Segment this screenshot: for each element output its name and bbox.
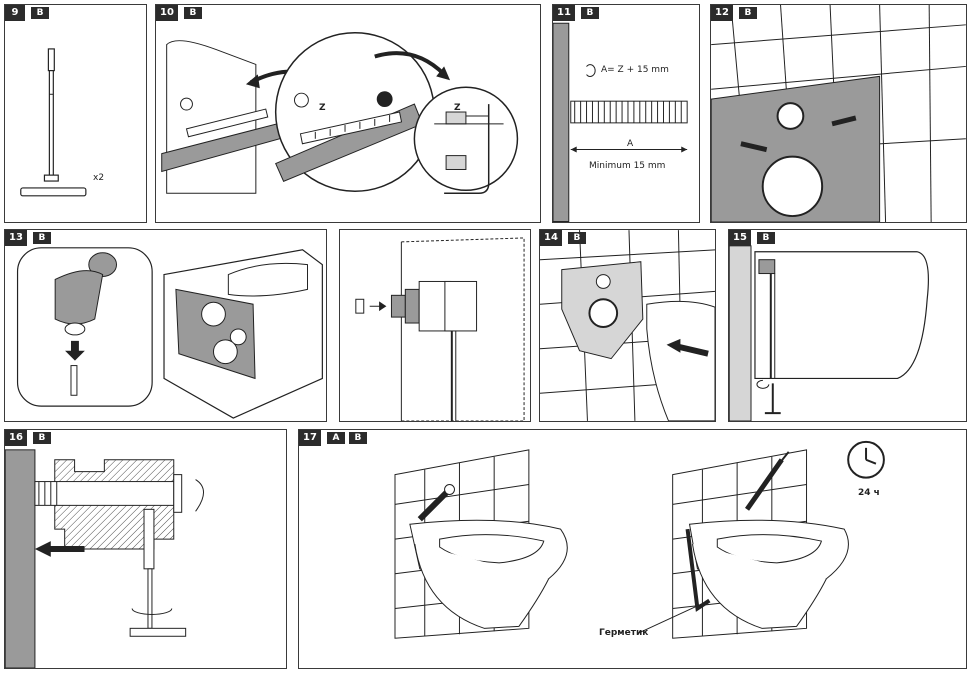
quantity-label: x2	[93, 173, 105, 183]
step-number: 13	[5, 230, 27, 246]
variant-letter: B	[32, 432, 51, 444]
step-number: 15	[729, 230, 751, 246]
step-number: 9	[5, 5, 25, 21]
panel-12: 12 B	[710, 4, 967, 223]
variant-letter: B	[580, 7, 599, 19]
dimension-z-label: Z	[319, 103, 326, 113]
step-number: 10	[156, 5, 178, 21]
panel-13: 13 B	[4, 229, 327, 422]
fitting-connection-illustration	[16, 247, 323, 419]
threaded-rod-illustration	[20, 48, 87, 197]
variant-letter-b: B	[348, 432, 367, 444]
minimum-length-label: Minimum 15 mm	[589, 161, 666, 171]
panel-15: 15 B	[728, 229, 967, 422]
panel-16: 16 B	[4, 429, 287, 669]
step-number: 12	[711, 5, 733, 21]
dimension-a-label: A	[627, 139, 634, 149]
dimension-z-detail-label: Z	[454, 103, 461, 113]
bolt-length-illustration	[553, 22, 688, 222]
step-number: 16	[5, 430, 27, 446]
sealing-illustration	[394, 440, 885, 639]
variant-letter: B	[183, 7, 202, 19]
panel-17: 17 A B 24 ч Герметик	[298, 429, 967, 669]
connector-detail-illustration	[355, 237, 525, 421]
sealant-label: Герметик	[599, 628, 649, 638]
variant-letter: B	[31, 7, 49, 19]
variant-letter-a: A	[326, 432, 345, 444]
step-number: 11	[553, 5, 575, 21]
step-number: 17	[299, 430, 321, 446]
cure-time-label: 24 ч	[858, 488, 880, 498]
fastening-nut-illustration	[729, 245, 929, 421]
step-number: 14	[540, 230, 562, 246]
variant-letter: B	[756, 232, 775, 244]
variant-letter: B	[738, 7, 757, 19]
panel-14: 14 B	[539, 229, 716, 422]
panel-10: 10 B Z Z	[155, 4, 541, 223]
variant-letter: B	[32, 232, 51, 244]
wall-plate-bolts-illustration	[711, 5, 966, 222]
cross-section-illustration	[5, 449, 205, 668]
mounting-toilet-illustration	[540, 230, 715, 421]
panel-11: 11 B A= Z + 15 mm A Minimum 15 mm	[552, 4, 700, 223]
length-formula: A= Z + 15 mm	[601, 65, 669, 75]
variant-letter: B	[567, 232, 586, 244]
measuring-distance-illustration	[161, 32, 519, 195]
panel-13-detail	[339, 229, 531, 422]
